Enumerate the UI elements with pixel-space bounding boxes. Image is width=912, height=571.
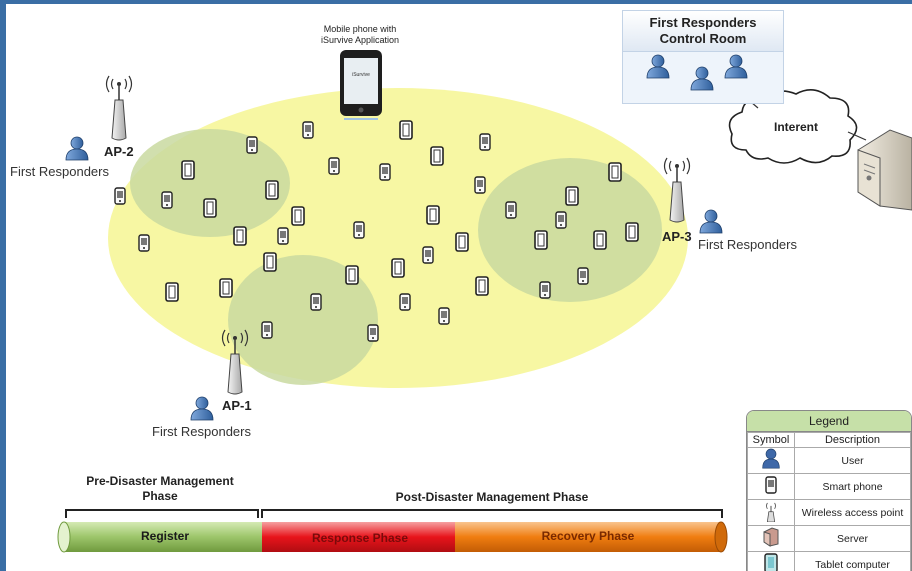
legend-row: Wireless access point <box>747 499 911 526</box>
wireless-access-point-icon <box>766 502 776 523</box>
tablet-computer-icon <box>265 180 279 200</box>
tablet-computer-icon <box>426 205 440 225</box>
legend-description: Wireless access point <box>794 499 911 526</box>
legend-header-symbol: Symbol <box>747 432 795 448</box>
connector-line <box>847 131 867 141</box>
post-disaster-phase-heading: Post-Disaster Management Phase <box>395 490 589 504</box>
smartphone-icon <box>161 191 173 209</box>
ap3-label: AP-3 <box>662 229 692 244</box>
legend-panel: Legend Symbol Description User <box>746 410 912 571</box>
tablet-computer-icon <box>608 162 622 182</box>
legend-table: Symbol Description User <box>747 432 911 571</box>
smartphone-icon <box>277 227 289 245</box>
smartphone-icon <box>261 321 273 339</box>
legend-row: User <box>747 447 911 474</box>
legend-description: User <box>794 447 911 474</box>
tablet-computer-icon <box>233 226 247 246</box>
smartphone-icon <box>422 246 434 264</box>
response-phase-segment <box>262 522 458 552</box>
register-segment <box>64 522 266 552</box>
smartphone-icon <box>577 267 589 285</box>
control-room-header: First Responders Control Room <box>623 11 783 52</box>
tablet-computer-icon <box>263 252 277 272</box>
post-phase-brace <box>261 509 723 518</box>
response-phase-label: Response Phase <box>311 531 409 545</box>
smartphone-icon <box>310 293 322 311</box>
tablet-computer-icon <box>593 230 607 250</box>
smartphone-icon <box>555 211 567 229</box>
isurvive-screen-label: iSurvive <box>352 72 370 78</box>
tablet-computer-icon <box>391 258 405 278</box>
smartphone-icon <box>302 121 314 139</box>
legend-row: Server <box>747 525 911 552</box>
register-label: Register <box>140 529 190 543</box>
ap1-coverage-zone <box>228 255 378 385</box>
smartphone-icon <box>539 281 551 299</box>
control-room-title: First Responders Control Room <box>649 15 757 46</box>
pre-phase-brace <box>65 509 259 518</box>
isurvive-phone: iSurvive <box>340 50 382 120</box>
ap1-first-responders-label: First Responders <box>152 424 251 439</box>
server-icon <box>857 129 912 211</box>
tablet-computer-icon <box>203 198 217 218</box>
legend-row: Smart phone <box>747 473 911 500</box>
smartphone-icon <box>328 157 340 175</box>
tablet-computer-icon <box>764 553 778 571</box>
legend-description: Tablet computer <box>794 551 911 571</box>
legend-description: Server <box>794 525 911 552</box>
ap3-first-responders-label: First Responders <box>698 237 797 252</box>
tablet-computer-icon <box>430 146 444 166</box>
tablet-computer-icon <box>219 278 233 298</box>
tablet-computer-icon <box>181 160 195 180</box>
smartphone-icon <box>114 187 126 205</box>
smartphone-icon <box>399 293 411 311</box>
tablet-computer-icon <box>625 222 639 242</box>
first-responder-user-icon <box>65 136 89 161</box>
recovery-phase-label: Recovery Phase <box>541 529 635 543</box>
tablet-computer-icon <box>291 206 305 226</box>
smartphone-icon <box>367 324 379 342</box>
tablet-computer-icon <box>399 120 413 140</box>
first-responder-user-icon <box>699 209 723 234</box>
ap2-label: AP-2 <box>104 144 134 159</box>
ap2-coverage-zone <box>130 129 290 237</box>
internet-label: Interent <box>773 120 818 134</box>
control-room-box: First Responders Control Room <box>622 10 784 104</box>
smartphone-icon <box>474 176 486 194</box>
ap2-first-responders-label: First Responders <box>10 164 109 179</box>
tablet-computer-icon <box>455 232 469 252</box>
smartphone-icon <box>765 476 777 494</box>
smartphone-icon <box>138 234 150 252</box>
tablet-computer-icon <box>534 230 548 250</box>
legend-header-description: Description <box>794 432 911 448</box>
legend-description: Smart phone <box>794 473 911 500</box>
user-icon <box>762 448 780 469</box>
recovery-phase-segment <box>455 522 721 552</box>
tablet-computer-icon <box>165 282 179 302</box>
ap3-coverage-zone <box>478 158 662 302</box>
tablet-computer-icon <box>565 186 579 206</box>
ap2-wireless-access-point-icon <box>105 75 133 141</box>
smartphone-icon <box>505 201 517 219</box>
tablet-computer-icon <box>345 265 359 285</box>
smartphone-icon <box>438 307 450 325</box>
smartphone-icon <box>353 221 365 239</box>
smartphone-icon <box>246 136 258 154</box>
tablet-computer-icon <box>475 276 489 296</box>
pre-disaster-phase-heading: Pre-Disaster Management Phase <box>86 474 234 503</box>
legend-title: Legend <box>747 411 911 432</box>
legend-row: Tablet computer <box>747 551 911 571</box>
frame-border-left <box>0 0 6 571</box>
smartphone-icon <box>479 133 491 151</box>
server-icon <box>763 527 779 547</box>
phone-caption: Mobile phone with iSurvive Application <box>320 24 400 45</box>
first-responder-user-icon <box>190 396 214 421</box>
phase-timeline-bar <box>57 521 728 553</box>
smartphone-icon <box>379 163 391 181</box>
frame-border-top <box>0 0 912 4</box>
ap1-label: AP-1 <box>222 398 252 413</box>
internet-cloud-icon <box>728 89 858 164</box>
